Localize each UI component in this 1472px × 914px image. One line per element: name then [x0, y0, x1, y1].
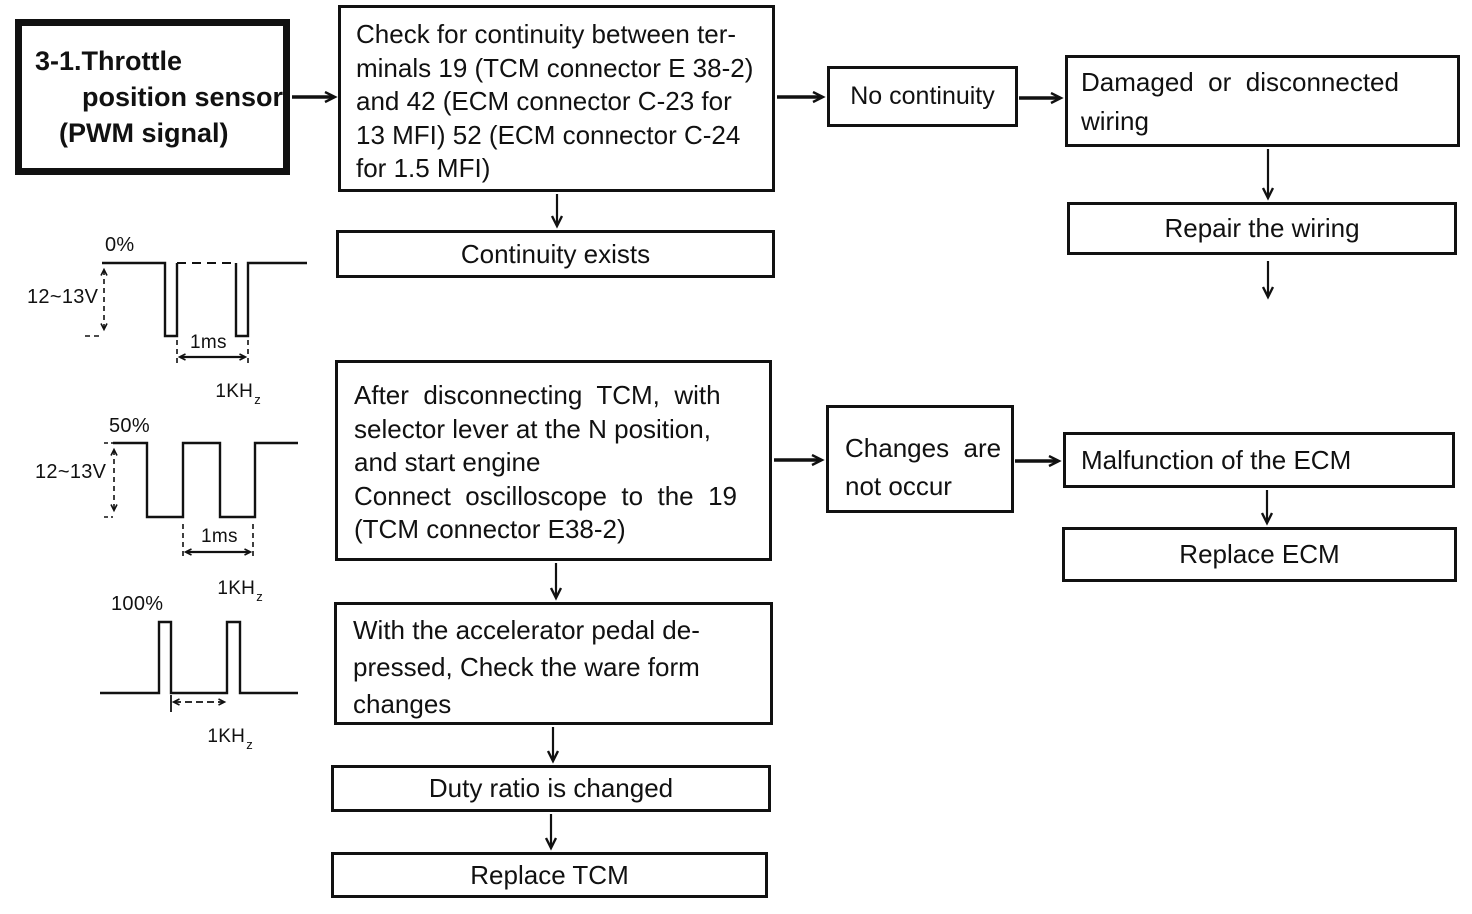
accelerator-pedal-box: With the accelerator pedal de- pressed, …	[334, 602, 773, 725]
title-line: 3-1.Throttle	[35, 46, 183, 76]
waveform-50pct-ticks	[104, 442, 113, 518]
box-text-line: Damaged or disconnected	[1081, 67, 1399, 97]
freq-text: 1KH	[217, 578, 256, 599]
box-label: Duty ratio is changed	[428, 773, 674, 803]
waveform-0pct-trace	[102, 261, 307, 338]
repair-wiring-box: Repair the wiring	[1067, 202, 1457, 255]
box-text-line: minals 19 (TCM connector E 38-2)	[356, 52, 754, 83]
box-label: No continuity	[850, 82, 995, 110]
box-label: Repair the wiring	[1164, 213, 1360, 243]
box-text-line: With the accelerator pedal de-	[353, 615, 700, 645]
duty-ratio-box: Duty ratio is changed	[331, 765, 771, 812]
waveform-50pct-voltage-label: 12~13V	[35, 461, 107, 483]
box-text-line: and 42 (ECM connector C-23 for	[356, 86, 732, 116]
waveform-50pct-period-label: 1ms	[201, 526, 238, 547]
waveform-0pct-period-label: 1ms	[190, 332, 227, 353]
freq-text: 1KH	[215, 381, 254, 402]
freq-subscript: z	[246, 737, 254, 752]
waveform-50pct-freq-label: 1KHz	[195, 556, 263, 622]
box-text-line: After disconnecting TCM, with	[354, 380, 721, 410]
freq-subscript: z	[256, 589, 264, 604]
waveform-100pct-freq-label: 1KHz	[185, 704, 253, 770]
box-text-line: 13 MFI) 52 (ECM connector C-24	[356, 119, 741, 150]
box-text-line: and start engine	[354, 447, 541, 477]
waveform-50pct-duty-label: 50%	[109, 415, 150, 437]
box-text-line: (TCM connector E38-2)	[354, 514, 626, 544]
box-text-line: Connect oscilloscope to the 19	[354, 480, 738, 511]
freq-text: 1KH	[207, 726, 246, 747]
waveform-50pct-extent-dashes	[182, 524, 254, 560]
check-continuity-box: Check for continuity between ter- minals…	[338, 5, 775, 192]
title-line: position sensor	[82, 82, 284, 112]
title-line: (PWM signal)	[59, 118, 229, 148]
continuity-exists-box: Continuity exists	[336, 230, 775, 278]
box-text-line: selector lever at the N position,	[354, 413, 711, 444]
waveform-0pct-freq-label: 1KHz	[193, 359, 261, 425]
waveform-100pct-duty-label: 100%	[111, 593, 164, 615]
waveform-100pct-trace	[100, 620, 298, 695]
malfunction-ecm-box: Malfunction of the ECM	[1063, 432, 1455, 488]
box-label: Replace ECM	[1179, 539, 1340, 569]
replace-ecm-box: Replace ECM	[1062, 527, 1457, 582]
damaged-wiring-box: Damaged or disconnected wiring	[1065, 55, 1460, 147]
box-text-line: changes	[353, 689, 452, 719]
box-text-line: Changes are	[845, 433, 1002, 463]
changes-not-occur-box: Changes are not occur	[826, 405, 1014, 513]
box-label: Continuity exists	[460, 238, 651, 269]
waveform-50pct-trace	[113, 441, 298, 519]
replace-tcm-box: Replace TCM	[331, 852, 768, 898]
freq-subscript: z	[254, 392, 262, 407]
box-label: Replace TCM	[470, 859, 629, 890]
box-text-line: Check for continuity between ter-	[356, 19, 737, 49]
no-continuity-box: No continuity	[827, 66, 1018, 127]
box-text-line: for 1.5 MFI)	[356, 153, 491, 183]
box-text-line: pressed, Check the ware form	[353, 652, 700, 682]
title-box: 3-1.Throttle position sensor (PWM signal…	[15, 19, 290, 175]
waveform-0pct-duty-label: 0%	[105, 234, 135, 256]
box-text-line: not occur	[845, 471, 952, 501]
box-text-line: wiring	[1081, 106, 1149, 136]
waveform-0pct-extent-dashes	[176, 340, 249, 364]
waveform-0pct-voltage-label: 12~13V	[27, 286, 99, 308]
box-label: Malfunction of the ECM	[1081, 444, 1352, 475]
disconnect-tcm-box: After disconnecting TCM, with selector l…	[335, 360, 772, 561]
